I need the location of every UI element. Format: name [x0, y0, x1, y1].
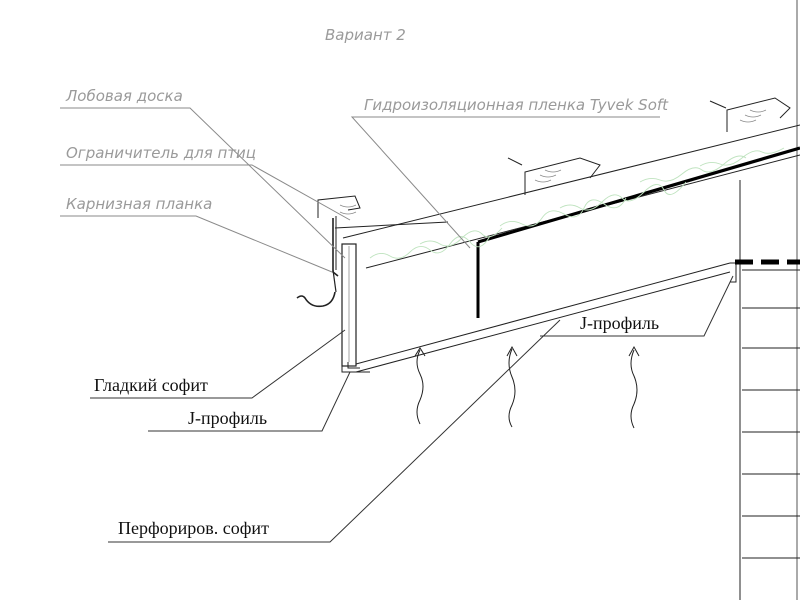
gutter-bracket	[332, 269, 337, 293]
roof-assembly	[317, 97, 800, 318]
airflow-arrow	[630, 349, 638, 429]
label-bird-stop: Ограничитель для птиц	[66, 144, 256, 162]
variant-title: Вариант 2	[325, 26, 406, 44]
gutter	[296, 291, 336, 308]
soffit-top	[355, 262, 731, 365]
leader-membrane	[350, 116, 660, 249]
insulation-wave	[369, 235, 491, 259]
label-j-profile-lower: J-профиль	[188, 408, 267, 428]
j-profile-left	[341, 366, 370, 373]
label-perforated-soffit: Перфориров. софит	[118, 518, 269, 538]
fascia-cap	[317, 195, 361, 218]
insulation-wave	[639, 155, 747, 183]
arrow-head	[414, 347, 426, 357]
leader-fascia-board	[60, 107, 346, 259]
wall	[735, 180, 800, 600]
airflow	[414, 345, 640, 429]
label-j-profile-right: J-профиль	[580, 313, 659, 333]
fascia-board-body	[341, 243, 357, 367]
arrow-head	[628, 345, 640, 357]
airflow-arrow	[508, 348, 516, 428]
membrane-line	[477, 146, 800, 244]
nail	[507, 157, 523, 166]
insulation-wave	[559, 181, 687, 211]
leader-j-profile-lower	[148, 371, 351, 432]
leader-perforated-soffit	[108, 319, 561, 543]
leader-j-profile-right	[540, 275, 734, 337]
top-labels: Лобовая доска Ограничитель для птиц Карн…	[60, 87, 669, 273]
insulation-wave	[699, 147, 785, 167]
leader-bird-stop	[60, 164, 351, 221]
shingle-step	[524, 157, 601, 195]
insulation-wave	[419, 227, 503, 247]
label-smooth-soffit: Гладкий софит	[94, 375, 208, 395]
soffit-bottom	[355, 271, 731, 373]
soffit	[355, 262, 737, 373]
label-membrane: Гидроизоляционная пленка Tyvek Soft	[364, 96, 669, 114]
label-drip-edge: Карнизная планка	[66, 195, 212, 213]
leader-drip-edge	[60, 215, 333, 273]
roof-board-top	[342, 124, 800, 239]
wood-grain	[534, 169, 562, 183]
j-profile-left-inner	[347, 362, 360, 369]
fascia-board	[332, 216, 370, 373]
bottom-labels: Гладкий софит J-профиль J-профиль Перфор…	[90, 275, 734, 543]
airflow-arrow	[416, 349, 424, 425]
roof-edge-top	[334, 221, 449, 229]
arrow-head	[506, 345, 518, 357]
shingle-step	[726, 97, 791, 132]
j-profile-right	[730, 262, 737, 283]
wood-grain	[339, 204, 357, 215]
wood-grain	[739, 109, 767, 123]
insulation-wave	[499, 197, 627, 227]
label-fascia-board: Лобовая доска	[65, 87, 183, 105]
nail	[709, 100, 727, 109]
leader-smooth-soffit	[90, 329, 346, 399]
